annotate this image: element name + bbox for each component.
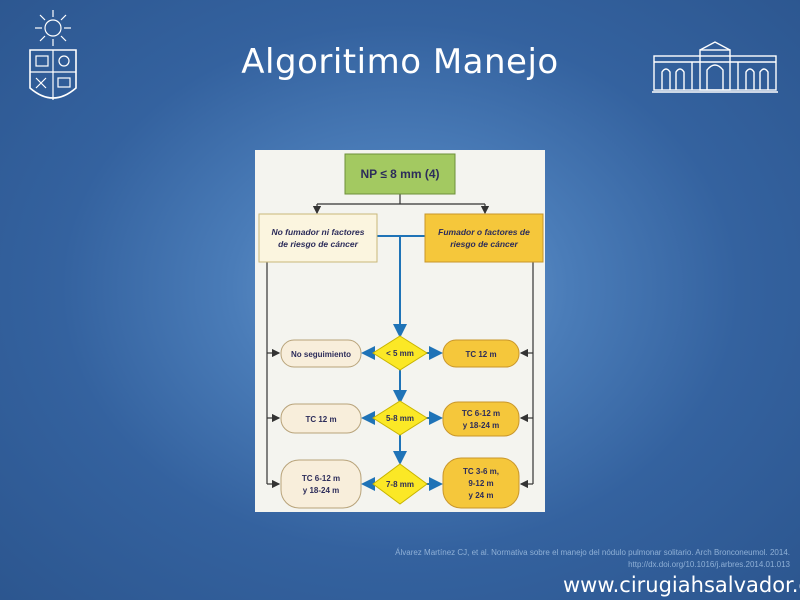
right-outcome-tc-12m: TC 12 m [442,339,520,368]
left-outcome-tc-6-12m: TC 6-12 m y 18-24 m [280,459,362,509]
left-outcome-3-line-1: TC 6-12 m [302,474,340,483]
left-outcome-1-label: No seguimiento [291,350,351,359]
left-outcome-no-followup: No seguimiento [280,339,362,368]
top-connector [312,194,490,215]
right-outcome-2-line-2: y 18-24 m [463,421,499,430]
right-outcome-tc-3-6m: TC 3-6 m, 9-12 m y 24 m [442,457,520,509]
citation-line-1: Álvarez Martínez CJ, et al. Normativa so… [395,548,790,557]
diamond-3-label: 7-8 mm [386,480,414,489]
citation-line-2: http://dx.doi.org/10.1016/j.arbres.2014.… [628,560,790,569]
right-branch-box: Fumador o factores de riesgo de cáncer [424,213,544,263]
diamond-lt-5mm: < 5 mm [372,335,428,371]
management-algorithm-diagram: NP ≤ 8 mm (4) No fumador ni factores de … [255,150,545,512]
slide-title: Algoritimo Manejo [241,42,559,82]
right-outcome-3-line-3: y 24 m [469,491,494,500]
top-box-np-size: NP ≤ 8 mm (4) [344,153,456,195]
left-branch-line-2: de riesgo de cáncer [278,239,359,249]
website-url[interactable]: www.cirugiahsalvador.cl [563,573,800,597]
right-outcome-tc-6-12m: TC 6-12 m y 18-24 m [442,401,520,437]
diamond-1-label: < 5 mm [386,349,414,358]
diamond-5-8mm: 5-8 mm [372,400,428,436]
university-crest-logo [22,8,84,110]
right-branch-line-2: riesgo de cáncer [450,239,518,249]
left-branch-line-1: No fumador ni factores [271,227,364,237]
side-rail-arrows [266,262,534,489]
right-outcome-2-line-1: TC 6-12 m [462,409,500,418]
hospital-building-logo [652,40,778,94]
diamond-7-8mm: 7-8 mm [372,463,428,505]
right-branch-line-1: Fumador o factores de [438,227,530,237]
left-outcome-3-line-2: y 18-24 m [303,486,339,495]
citation: Álvarez Martínez CJ, et al. Normativa so… [320,547,790,571]
right-outcome-3-line-1: TC 3-6 m, [463,467,499,476]
left-outcome-tc-12m: TC 12 m [280,403,362,434]
right-outcome-3-line-2: 9-12 m [468,479,493,488]
top-box-label: NP ≤ 8 mm (4) [360,167,439,181]
left-branch-box: No fumador ni factores de riesgo de cánc… [258,213,378,263]
right-outcome-1-label: TC 12 m [465,350,496,359]
diamond-2-label: 5-8 mm [386,414,414,423]
left-outcome-2-label: TC 12 m [305,415,336,424]
